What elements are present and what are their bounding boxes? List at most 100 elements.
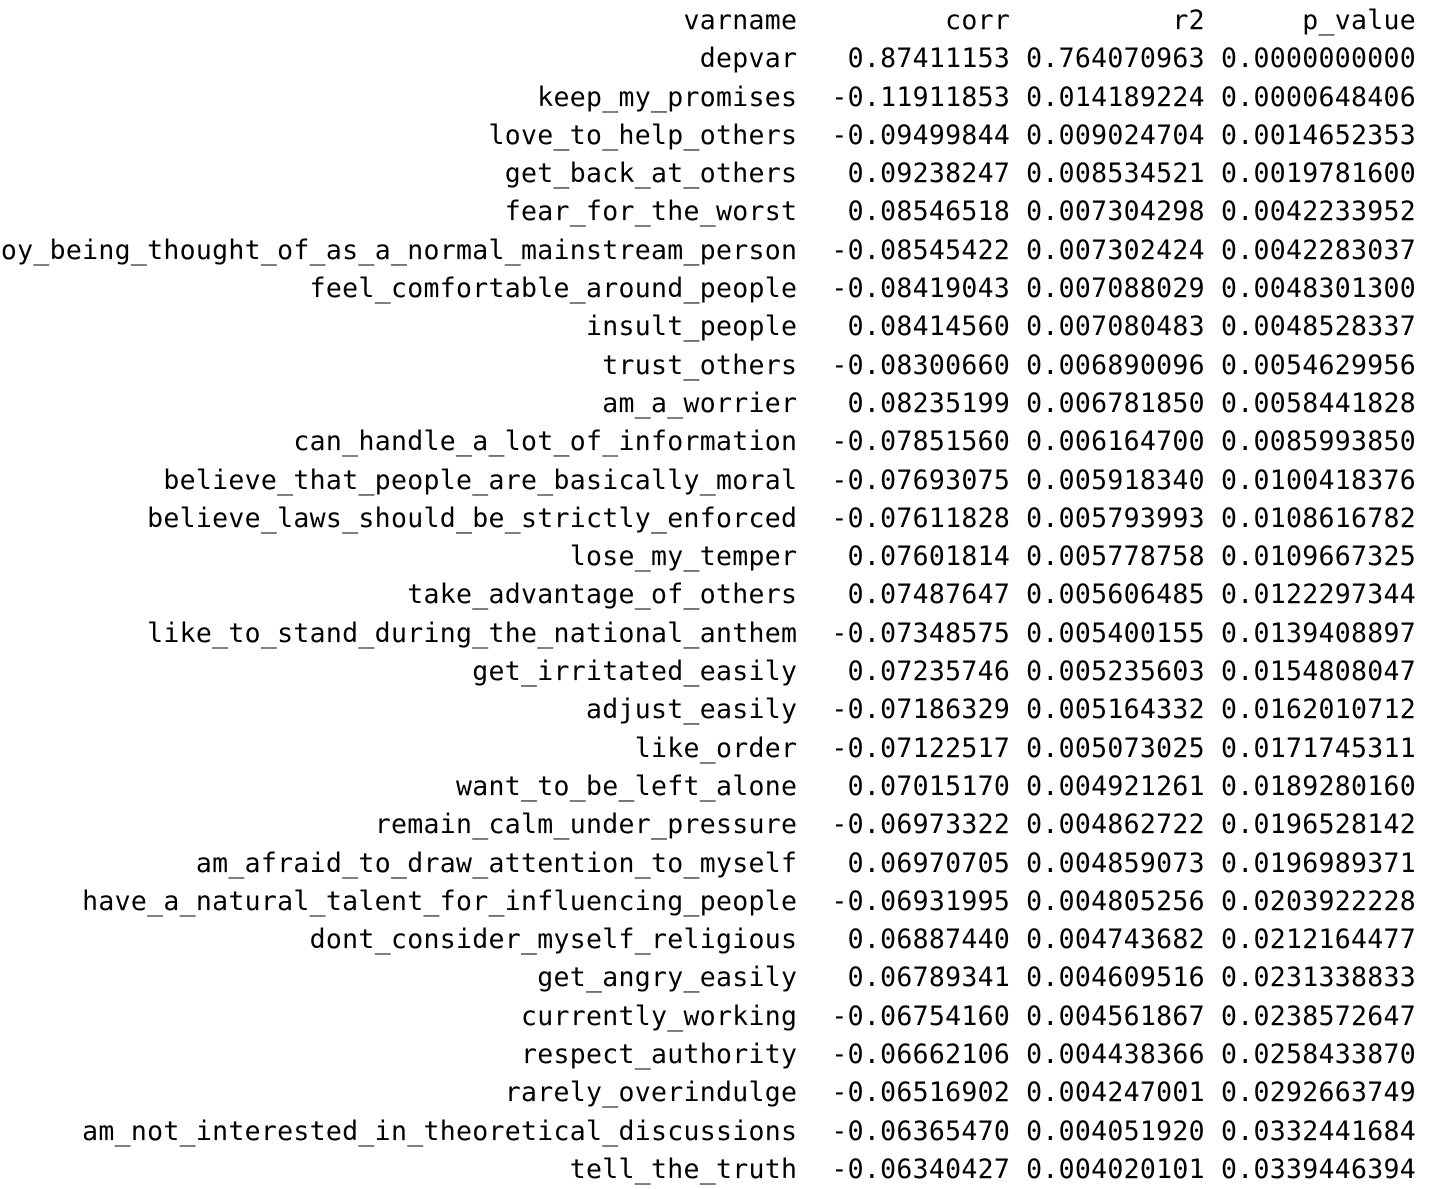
varname-cell: love_to_help_others (488, 119, 798, 151)
varname-cell: get_back_at_others (504, 158, 798, 190)
r2-cell: 0.005778758 (1026, 541, 1205, 573)
corr-cell: -0.09499844 (831, 119, 1011, 151)
varname-cell: enjoy_being_thought_of_as_a_normal_mains… (0, 234, 798, 266)
p-value-cell: 0.0339446394 (1220, 1153, 1416, 1185)
table-row: dont_consider_myself_religious 0.06887440… (0, 921, 1416, 959)
r2-cell: 0.004438366 (1026, 1039, 1205, 1071)
corr-cell: 0.06789341 (847, 962, 1011, 994)
r2-cell: 0.008534521 (1026, 158, 1205, 190)
varname-cell: am_not_interested_in_theoretical_discuss… (82, 1115, 798, 1147)
r2-cell: 0.005793993 (1026, 502, 1205, 534)
corr-cell: 0.07487647 (847, 579, 1011, 611)
varname-cell: like_order (634, 732, 798, 764)
p-value-cell: 0.0139408897 (1220, 617, 1416, 649)
corr-cell: -0.07611828 (831, 502, 1011, 534)
corr-cell: 0.08235199 (847, 387, 1011, 419)
p-value-cell: 0.0058441828 (1220, 387, 1416, 419)
corr-cell: -0.06516902 (831, 1077, 1011, 1109)
corr-cell: -0.07186329 (831, 694, 1011, 726)
p-value-cell: 0.0332441684 (1220, 1115, 1416, 1147)
corr-cell: 0.08546518 (847, 196, 1011, 228)
varname-cell: trust_others (602, 349, 798, 381)
corr-cell: -0.08300660 (831, 349, 1011, 381)
corr-cell: -0.07122517 (831, 732, 1011, 764)
corr-cell: 0.06887440 (847, 924, 1011, 956)
varname-cell: lose_my_temper (569, 541, 798, 573)
varname-cell: believe_that_people_are_basically_moral (163, 464, 798, 496)
corr-cell: 0.08414560 (847, 311, 1011, 343)
varname-cell: want_to_be_left_alone (455, 770, 798, 802)
header-row: varname corr r2 p_value (0, 2, 1416, 40)
p-value-cell: 0.0109667325 (1220, 541, 1416, 573)
varname-cell: adjust_easily (586, 694, 798, 726)
varname-cell: get_angry_easily (537, 962, 798, 994)
corr-cell: -0.07693075 (831, 464, 1011, 496)
p-value-cell: 0.0000000000 (1220, 43, 1416, 75)
r2-cell: 0.005606485 (1026, 579, 1205, 611)
corr-cell: -0.06365470 (831, 1115, 1011, 1147)
r2-cell: 0.007304298 (1026, 196, 1205, 228)
varname-cell: like_to_stand_during_the_national_anthem (147, 617, 798, 649)
column-header-corr: corr (945, 5, 1011, 36)
table-row: love_to_help_others -0.09499844 0.00902470… (0, 117, 1416, 155)
varname-cell: respect_authority (520, 1039, 798, 1071)
corr-cell: -0.08419043 (831, 273, 1011, 305)
corr-cell: 0.06970705 (847, 847, 1011, 879)
r2-cell: 0.007302424 (1026, 234, 1205, 266)
varname-cell: dont_consider_myself_religious (309, 924, 798, 956)
r2-cell: 0.004859073 (1026, 847, 1205, 879)
r2-cell: 0.004862722 (1026, 809, 1205, 841)
table-row: can_handle_a_lot_of_information-0.078515… (0, 423, 1416, 461)
table-row: feel_comfortable_around_people-0.0841904… (0, 270, 1416, 308)
corr-cell: -0.06340427 (831, 1153, 1011, 1185)
p-value-cell: 0.0108616782 (1220, 502, 1416, 534)
table-row: take_advantage_of_others 0.07487647 0.0056… (0, 576, 1416, 614)
r2-cell: 0.004743682 (1026, 924, 1205, 956)
varname-cell: have_a_natural_talent_for_influencing_pe… (82, 885, 798, 917)
varname-cell: can_handle_a_lot_of_information (293, 426, 798, 458)
table-row: am_not_interested_in_theoretical_discuss… (0, 1113, 1416, 1151)
r2-cell: 0.004051920 (1026, 1115, 1205, 1147)
corr-cell: -0.06931995 (831, 885, 1011, 917)
varname-cell: take_advantage_of_others (407, 579, 798, 611)
varname-cell: believe_laws_should_be_strictly_enforced (147, 502, 798, 534)
r2-cell: 0.009024704 (1026, 119, 1205, 151)
r2-cell: 0.004805256 (1026, 885, 1205, 917)
varname-cell: tell_the_truth (569, 1153, 798, 1185)
corr-cell: -0.07348575 (831, 617, 1011, 649)
r2-cell: 0.004020101 (1026, 1153, 1205, 1185)
p-value-cell: 0.0014652353 (1220, 119, 1416, 151)
p-value-cell: 0.0019781600 (1220, 158, 1416, 190)
p-value-cell: 0.0085993850 (1220, 426, 1416, 458)
r2-cell: 0.007080483 (1026, 311, 1205, 343)
p-value-cell: 0.0162010712 (1220, 694, 1416, 726)
p-value-cell: 0.0054629956 (1220, 349, 1416, 381)
p-value-cell: 0.0171745311 (1220, 732, 1416, 764)
r2-cell: 0.006781850 (1026, 387, 1205, 419)
r2-cell: 0.007088029 (1026, 273, 1205, 305)
r2-cell: 0.005918340 (1026, 464, 1205, 496)
r2-cell: 0.764070963 (1026, 43, 1205, 75)
corr-cell: -0.06973322 (831, 809, 1011, 841)
p-value-cell: 0.0048528337 (1220, 311, 1416, 343)
column-header-r2: r2 (1172, 5, 1205, 36)
table-row: like_to_stand_during_the_national_anthem… (0, 615, 1416, 653)
corr-cell: -0.11911853 (831, 81, 1011, 113)
p-value-cell: 0.0231338833 (1220, 962, 1416, 994)
p-value-cell: 0.0154808047 (1220, 656, 1416, 688)
